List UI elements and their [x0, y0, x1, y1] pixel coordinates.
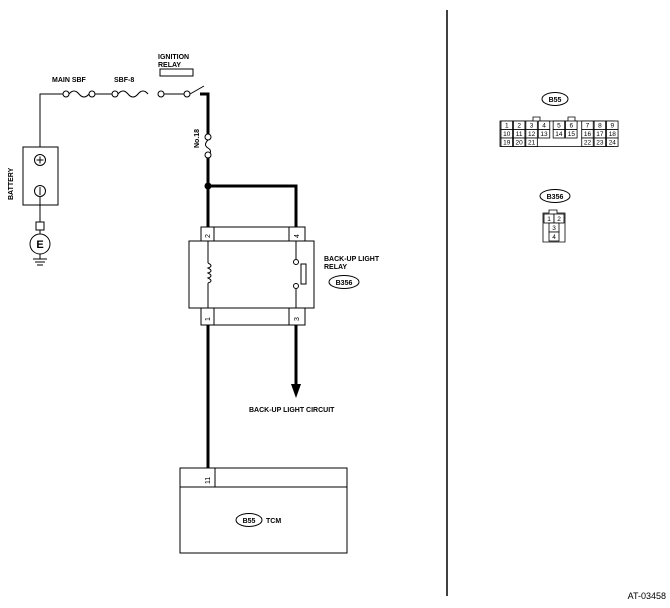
ignition-relay-label-2: RELAY	[158, 62, 181, 69]
tcm-pin-11: 11	[205, 477, 212, 484]
backup-relay-label-1: BACK-UP LIGHT	[324, 256, 380, 263]
b55-pin-15-cell	[565, 129, 578, 139]
backup-relay-label-2: RELAY	[324, 264, 347, 271]
b356-connector-badge-text: B356	[547, 194, 564, 201]
b356-pin-3: 3	[552, 225, 556, 232]
relay-pin-2: 2	[205, 234, 212, 238]
b55-pin-22-cell	[581, 137, 594, 147]
b55-pin-10: 10	[503, 131, 511, 138]
relay-pin-3: 3	[294, 317, 301, 321]
b55-pin-6: 6	[570, 123, 574, 130]
battery-label: BATTERY	[8, 167, 15, 200]
ignition-relay-symbol	[159, 68, 194, 77]
b55-tcm-badge-text: B55	[243, 518, 256, 525]
tcm-label: TCM	[266, 518, 281, 525]
ignition-relay-contact	[189, 85, 205, 95]
b55-pin-21-cell	[525, 137, 538, 147]
b55-pin-23-cell	[593, 137, 607, 147]
ground-label: E	[36, 239, 43, 251]
b55-pin-19: 19	[503, 140, 511, 147]
main-sbf-label: MAIN SBF	[52, 77, 87, 84]
b55-pin-20-cell	[513, 137, 526, 147]
b356-relay-badge	[328, 275, 360, 289]
b356-pin-2: 2	[557, 216, 561, 223]
b55-pin-1: 1	[505, 123, 509, 130]
b356-connector-badge	[539, 189, 571, 203]
ignition-feed-wire	[200, 92, 298, 228]
b55-pin-8: 8	[598, 123, 602, 130]
battery-symbol	[22, 146, 59, 206]
b55-pin-7: 7	[586, 123, 590, 130]
ignition-relay-label-1: IGNITION	[158, 54, 189, 61]
backup-circuit-arrow	[291, 384, 301, 398]
b55-pin-22: 22	[584, 140, 592, 147]
b55-pin-3: 3	[530, 123, 534, 130]
b55-tcm-badge	[235, 513, 263, 527]
b55-pin-17: 17	[596, 131, 604, 138]
b55-pin-2: 2	[517, 123, 521, 130]
tcm-unit	[179, 467, 348, 554]
b356-relay-badge-text: B356	[336, 280, 353, 287]
b55-pin-13: 13	[540, 131, 548, 138]
backup-circuit-label: BACK-UP LIGHT CIRCUIT	[249, 407, 335, 414]
b55-pin-5: 5	[557, 123, 561, 130]
b55-pin-24-cell	[606, 137, 619, 147]
relay-pin-4: 4	[294, 234, 301, 238]
b55-pin-21: 21	[528, 140, 536, 147]
relay-pin-1: 1	[205, 317, 212, 321]
b55-pin-13-cell	[537, 129, 551, 139]
main-sbf-wire	[39, 90, 191, 163]
b55-pin-18: 18	[609, 131, 617, 138]
figure-code: AT-03458	[628, 591, 666, 601]
b55-pin-16: 16	[584, 131, 592, 138]
b55-pin-19-cell	[500, 137, 513, 147]
b356-pin-4: 4	[552, 234, 556, 241]
b55-pin-4: 4	[542, 123, 546, 130]
b55-connector-badge	[541, 92, 569, 106]
b55-pin-9: 9	[611, 123, 615, 130]
b55-pin-14: 14	[555, 131, 563, 138]
b55-pin-15: 15	[568, 131, 576, 138]
b55-pin-14-cell	[552, 129, 566, 139]
b55-connector-badge-text: B55	[549, 97, 562, 104]
sbf8-label: SBF-8	[114, 77, 134, 84]
b55-pin-20: 20	[516, 140, 524, 147]
fuse-no18-label: No.18	[194, 129, 201, 148]
b55-pin-24: 24	[609, 140, 617, 147]
b55-pin-11: 11	[516, 131, 523, 138]
b356-pin-4-cell	[548, 231, 560, 242]
b55-pin-23: 23	[596, 140, 604, 147]
b356-pin-1: 1	[547, 216, 551, 223]
b55-pin-12: 12	[528, 131, 536, 138]
backup-light-relay	[188, 226, 315, 326]
ground-symbol	[29, 196, 51, 266]
wire-junction	[204, 182, 212, 190]
